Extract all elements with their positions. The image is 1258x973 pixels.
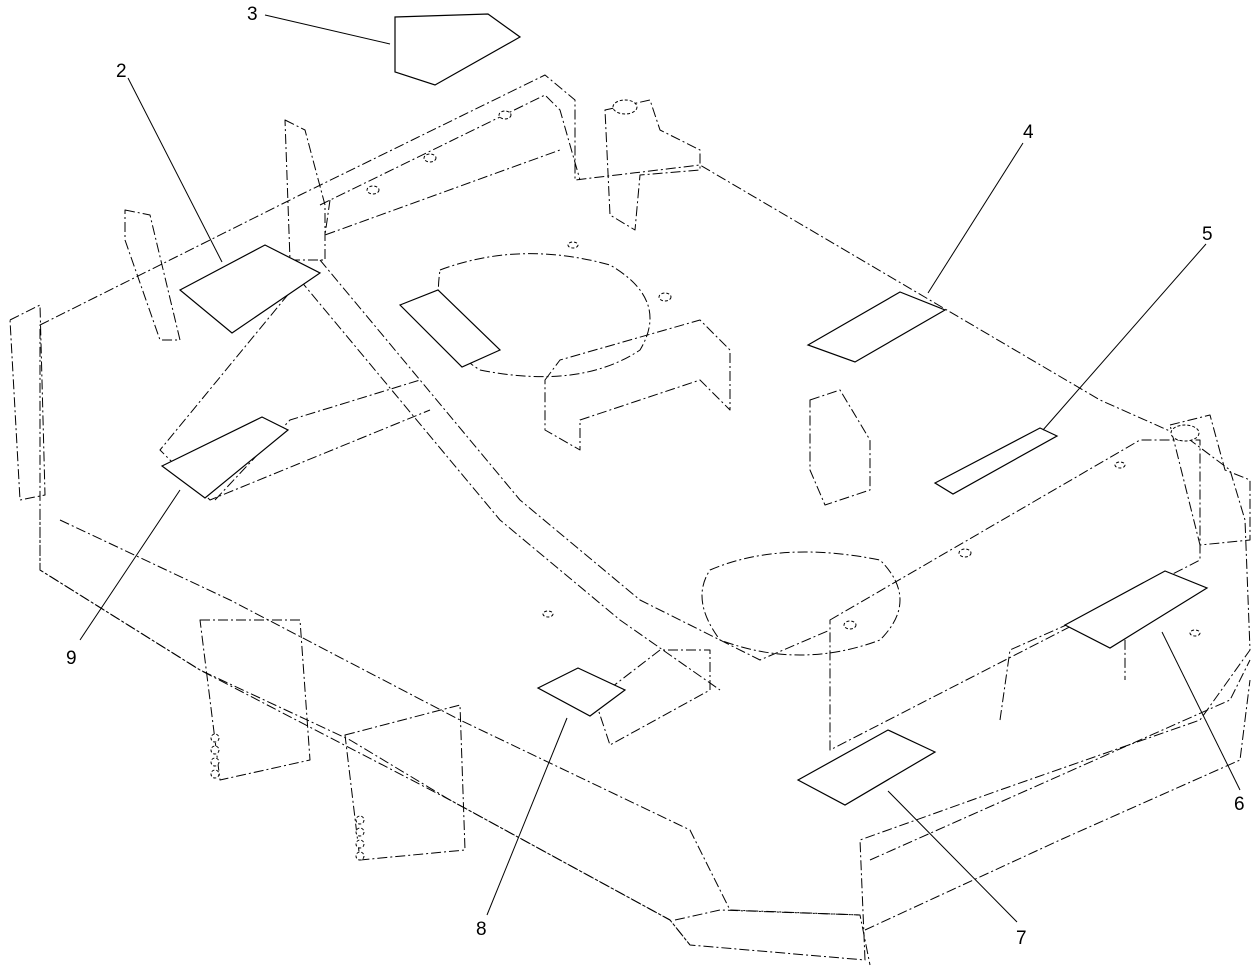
decal-3: [394, 13, 522, 86]
callout-2: 2: [116, 61, 127, 82]
decal-7: [796, 729, 937, 806]
decal-extra: [398, 289, 502, 368]
callout-3: 3: [247, 4, 258, 25]
decal-8: [536, 667, 627, 717]
decal-2: [178, 244, 322, 334]
leader-5: [1042, 243, 1207, 431]
decals: [160, 13, 1209, 806]
deck-outline: [9, 74, 1251, 966]
decal-5: [933, 427, 1059, 495]
callout-7: 7: [1016, 928, 1027, 949]
callout-6: 6: [1234, 794, 1245, 815]
leader-2: [127, 77, 223, 263]
callout-4: 4: [1023, 122, 1034, 143]
leader-3: [264, 14, 391, 45]
callout-9: 9: [66, 648, 77, 669]
callout-8: 8: [476, 919, 487, 940]
leader-4: [927, 142, 1024, 294]
leader-9: [79, 489, 181, 641]
decal-4: [806, 291, 947, 363]
leader-lines: [79, 14, 1241, 923]
callout-5: 5: [1202, 224, 1213, 245]
leader-7: [887, 790, 1018, 923]
deck-holes: [210, 99, 1201, 861]
leader-8: [486, 717, 568, 916]
decal-6: [1063, 570, 1209, 649]
callouts: 2 3 4 5 6 7 8 9: [66, 4, 1245, 949]
leader-6: [1161, 631, 1241, 791]
decal-9: [160, 416, 290, 499]
